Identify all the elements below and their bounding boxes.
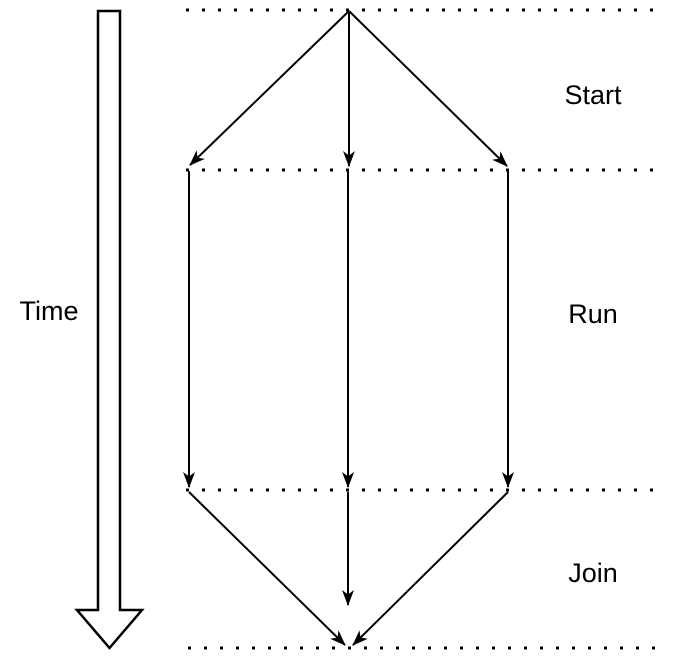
fork-arrow-right bbox=[348, 10, 508, 167]
phase-label-join: Join bbox=[568, 558, 618, 588]
time-axis-label: Time bbox=[20, 296, 79, 326]
time-arrow bbox=[74, 9, 145, 650]
phase-label-start: Start bbox=[564, 80, 622, 110]
fork-arrow-left bbox=[189, 10, 350, 166]
phase-label-run: Run bbox=[568, 299, 618, 329]
join-arrow-left bbox=[188, 491, 346, 646]
join-arrow-right bbox=[352, 491, 509, 646]
